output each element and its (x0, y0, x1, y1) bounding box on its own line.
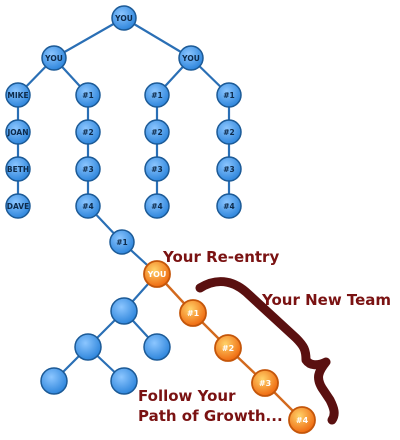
col3-node-3: #3 (144, 156, 170, 182)
column-3: #1 #2 #3 #4 (144, 82, 170, 219)
root-you-label: YOU (114, 14, 133, 23)
col4-node-3-label: #3 (223, 165, 235, 174)
column-2: #1 #2 #3 #4 (75, 82, 101, 219)
team-node-3: #3 (251, 369, 279, 397)
new-team-nodes: #1 #2 #3 #4 (179, 299, 316, 434)
column-4: #1 #2 #3 #4 (216, 82, 242, 219)
reentry-you-label: YOU (147, 270, 167, 279)
col3-node-1: #1 (144, 82, 170, 108)
reentry-label: Your Re-entry (162, 248, 279, 266)
subtree-node (110, 297, 138, 325)
node-beth: BETH (5, 156, 31, 182)
subtree-node (110, 367, 138, 395)
node-joan: JOAN (5, 119, 31, 145)
link-node-1: #1 (109, 229, 135, 255)
col4-node-2-label: #2 (223, 128, 235, 137)
lower-tree-edges (53, 273, 158, 382)
col2-node-4-label: #4 (82, 202, 94, 211)
team-node-1: #1 (179, 299, 207, 327)
growth-label-line2: Path of Growth... (138, 407, 283, 425)
node-dave-label: DAVE (7, 202, 29, 211)
link-node-1-label: #1 (116, 238, 128, 247)
team-node-1-label: #1 (187, 309, 200, 318)
col2-node-4: #4 (75, 193, 101, 219)
new-team-label: Your New Team (261, 291, 391, 309)
col4-node-1: #1 (216, 82, 242, 108)
col4-node-4: #4 (216, 193, 242, 219)
left-you-label: YOU (44, 54, 63, 63)
subtree-node (143, 333, 171, 361)
col3-node-1-label: #1 (151, 91, 163, 100)
col4-node-1-label: #1 (223, 91, 235, 100)
team-node-2: #2 (214, 334, 242, 362)
column-1: MIKE JOAN BETH DAVE (5, 82, 31, 219)
left-you-node: YOU (41, 45, 67, 71)
reentry-you-node: YOU (143, 260, 171, 288)
col4-node-4-label: #4 (223, 202, 235, 211)
col2-node-1-label: #1 (82, 91, 94, 100)
team-node-4-label: #4 (296, 416, 309, 425)
node-mike: MIKE (5, 82, 31, 108)
col3-node-4-label: #4 (151, 202, 163, 211)
col3-node-4: #4 (144, 193, 170, 219)
col3-node-2: #2 (144, 119, 170, 145)
col4-node-2: #2 (216, 119, 242, 145)
right-you-node: YOU (178, 45, 204, 71)
node-joan-label: JOAN (6, 128, 28, 137)
col2-node-3-label: #3 (82, 165, 94, 174)
team-node-2-label: #2 (222, 344, 234, 353)
col2-node-2: #2 (75, 119, 101, 145)
team-node-3-label: #3 (259, 379, 271, 388)
subtree-node (40, 367, 68, 395)
lower-subtree (40, 297, 171, 395)
col2-node-3: #3 (75, 156, 101, 182)
subtree-node (74, 333, 102, 361)
node-mike-label: MIKE (7, 91, 28, 100)
right-you-label: YOU (181, 54, 200, 63)
col3-node-2-label: #2 (151, 128, 163, 137)
team-node-4: #4 (288, 406, 316, 434)
col3-node-3-label: #3 (151, 165, 163, 174)
node-beth-label: BETH (7, 165, 29, 174)
node-dave: DAVE (5, 193, 31, 219)
root-you-node: YOU (111, 5, 137, 31)
col4-node-3: #3 (216, 156, 242, 182)
new-team-brace (195, 277, 339, 425)
col2-node-2-label: #2 (82, 128, 94, 137)
growth-label-line1: Follow Your (138, 387, 236, 405)
col2-node-1: #1 (75, 82, 101, 108)
